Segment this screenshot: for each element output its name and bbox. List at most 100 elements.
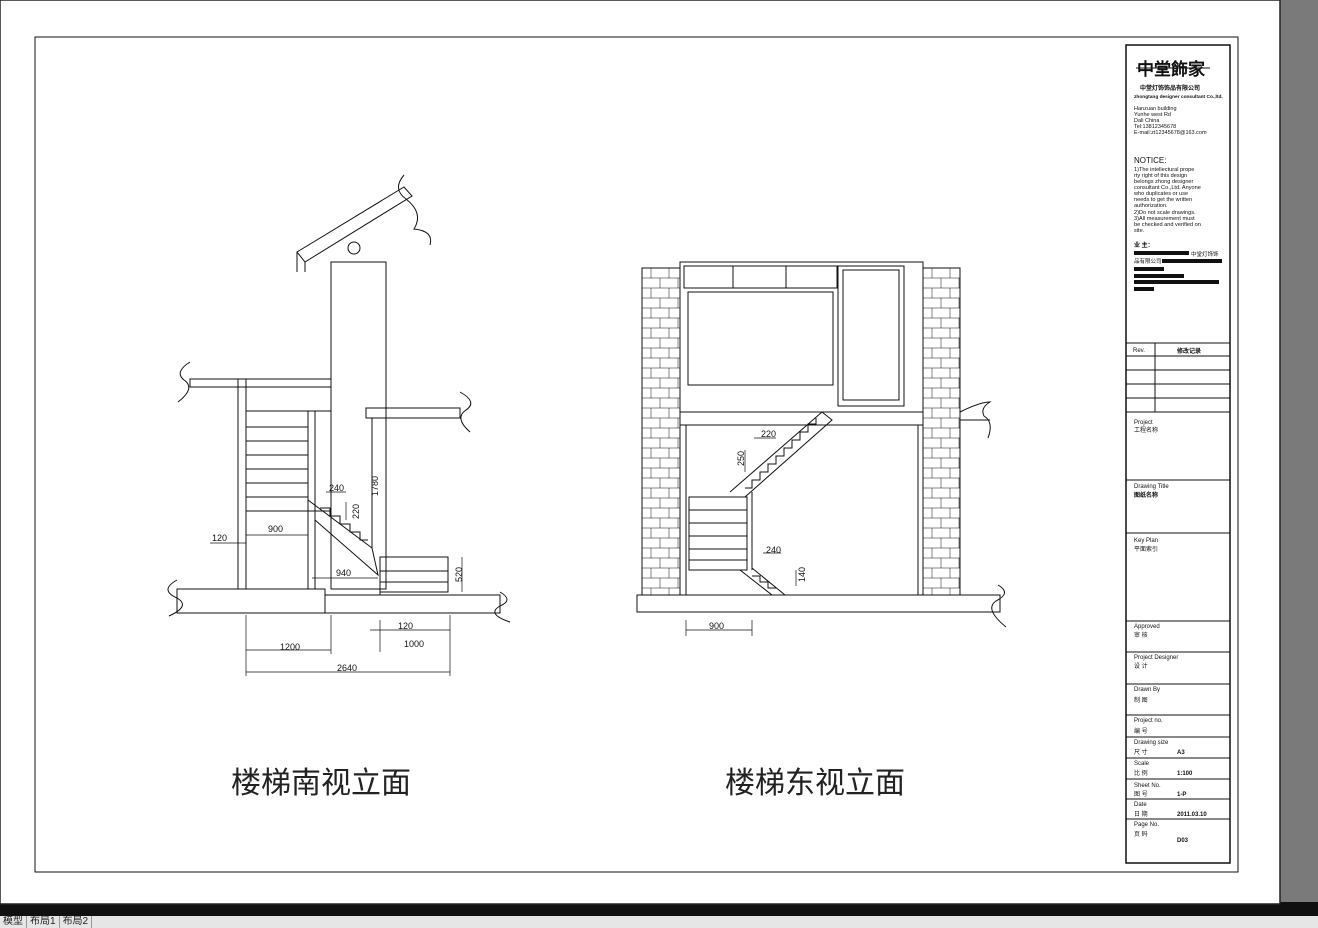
rev-label: Rev. — [1133, 348, 1145, 354]
notice-line: consultant Co.,Ltd. Anyone — [1134, 185, 1201, 191]
tab-layout-1[interactable]: 布局1 — [27, 916, 60, 928]
drawing-title-value: 图纸名称 — [1134, 491, 1158, 499]
company-cn: 中堂灯饰饰品有限公司 — [1140, 84, 1200, 92]
drawing-border — [34, 36, 1239, 873]
notice-line: 1)The intellectural prope — [1134, 167, 1194, 173]
designer-value: 设 计 — [1134, 662, 1148, 670]
notice-line: site. — [1134, 228, 1145, 234]
scale-label: Scale — [1134, 761, 1150, 767]
address-line-3: Dali China — [1134, 118, 1160, 124]
notice-lines: 1)The intellectural prope rty right of t… — [1133, 167, 1201, 234]
client-tail: 中堂灯饰饰 — [1191, 250, 1219, 258]
key-plan-label: Key Plan — [1134, 538, 1158, 544]
client-redacted-5 — [1134, 280, 1219, 284]
dim-east-900: 900 — [709, 621, 724, 631]
east-ground-slab — [636, 594, 1001, 613]
break-line-landing — [459, 391, 472, 433]
sheet-value: 1-P — [1177, 792, 1186, 798]
dim-south-240: 240 — [329, 483, 344, 493]
address-line-4: Tel:13812345678 — [1134, 124, 1176, 130]
title-block: 中堂飾家 中堂灯饰饰品有限公司 zhongtang designer consu… — [1125, 44, 1231, 864]
address-line-2: Yunhe west Rd — [1134, 112, 1171, 118]
page-value: D03 — [1177, 838, 1189, 844]
sheet-label: Sheet No. — [1134, 783, 1161, 789]
page-key: 页 码 — [1134, 830, 1148, 838]
notice-line: needs to get the written — [1134, 197, 1192, 203]
south-dimension-labels: 120 900 240 220 1780 940 520 120 1000 12… — [212, 476, 464, 673]
rev-content: 修改记录 — [1176, 347, 1201, 355]
dim-south-900: 900 — [268, 524, 283, 534]
approved-value: 审 核 — [1134, 631, 1148, 639]
south-roof — [296, 186, 413, 263]
dim-south-120-bottom: 120 — [398, 621, 413, 631]
east-dimension-labels: 220 250 240 140 900 — [709, 429, 807, 631]
approved-label: Approved — [1134, 624, 1160, 630]
client-redacted-2 — [1162, 259, 1222, 263]
sheet-key: 图 号 — [1134, 791, 1148, 798]
tab-model[interactable]: 模型 — [0, 916, 27, 928]
south-ground-slab-right — [324, 594, 501, 614]
title-block-logo: 中堂飾家 — [1137, 59, 1205, 79]
dim-east-240: 240 — [766, 545, 781, 555]
dim-south-1200: 1200 — [280, 642, 300, 652]
client-line-2: 品有限公司 — [1134, 257, 1162, 265]
scale-value: 1:100 — [1177, 771, 1193, 777]
dim-south-520: 520 — [454, 567, 464, 582]
dim-south-120-left: 120 — [212, 533, 227, 543]
tab-layout-2[interactable]: 布局2 — [60, 916, 93, 928]
south-elevation — [167, 174, 511, 676]
drawing-size-label: Drawing size — [1134, 740, 1169, 746]
key-plan-value: 平面索引 — [1134, 545, 1158, 553]
east-elevation — [636, 261, 1007, 636]
date-label: Date — [1134, 802, 1147, 808]
notice-line: authorization. — [1134, 203, 1168, 209]
date-key: 日 期 — [1134, 810, 1148, 818]
address-line-5: E-mail:zt12345678@163.com — [1134, 130, 1207, 136]
layout-tabs: 模型 布局1 布局2 — [0, 916, 1318, 928]
page-label: Page No. — [1134, 822, 1159, 828]
break-line-right-ground — [494, 591, 511, 623]
east-right-brick-pattern — [923, 267, 960, 595]
break-line-east-mid — [959, 401, 992, 439]
project-value: 工程名称 — [1134, 426, 1158, 434]
dim-south-220: 220 — [351, 504, 361, 519]
dim-south-1000: 1000 — [404, 639, 424, 649]
project-no-value: 编 号 — [1134, 727, 1148, 735]
break-line-left-ground — [167, 579, 183, 617]
south-view-caption: 楼梯南视立面 — [231, 766, 411, 801]
project-no-label: Project no. — [1134, 718, 1163, 724]
designer-label: Project Designer — [1134, 655, 1178, 661]
dim-south-940: 940 — [336, 568, 351, 578]
dim-east-140: 140 — [797, 567, 807, 582]
date-value: 2011.03.10 — [1177, 812, 1207, 818]
dim-east-250: 250 — [736, 451, 746, 466]
drawing-size-key: 尺 寸 — [1134, 748, 1148, 756]
notice-line: 3)All measurement must — [1134, 216, 1195, 222]
client-redacted-1 — [1134, 251, 1189, 255]
client-label: 业 主： — [1134, 241, 1154, 249]
break-line-east-ground — [991, 584, 1007, 628]
dim-south-2640: 2640 — [337, 663, 357, 673]
paper — [0, 0, 1281, 905]
notice-line: who duplicates or use — [1133, 191, 1188, 197]
south-wall — [330, 261, 387, 590]
dim-south-1780: 1780 — [370, 476, 380, 496]
address-line-1: Hanzuan building — [1134, 106, 1177, 112]
client-redacted-6 — [1134, 287, 1154, 291]
east-view-caption: 楼梯东视立面 — [725, 766, 905, 801]
notice-line: 2)Do not scale drawings. — [1134, 210, 1196, 216]
scale-key: 比 例 — [1134, 769, 1148, 777]
east-left-brick-pattern — [642, 267, 680, 595]
south-landing-slab — [365, 407, 461, 419]
client-redacted-4 — [1134, 274, 1184, 278]
notice-line: rty right of this design — [1134, 173, 1187, 179]
drawing-title-label: Drawing Title — [1134, 484, 1169, 490]
dim-east-220: 220 — [761, 429, 776, 439]
break-line-roof — [398, 174, 432, 246]
client-redacted-3 — [1134, 267, 1164, 271]
drawn-label: Drawn By — [1134, 687, 1160, 693]
drawn-value: 制 图 — [1134, 696, 1148, 704]
notice-title: NOTICE: — [1134, 156, 1166, 165]
viewport-bottom-shade — [0, 902, 1318, 916]
